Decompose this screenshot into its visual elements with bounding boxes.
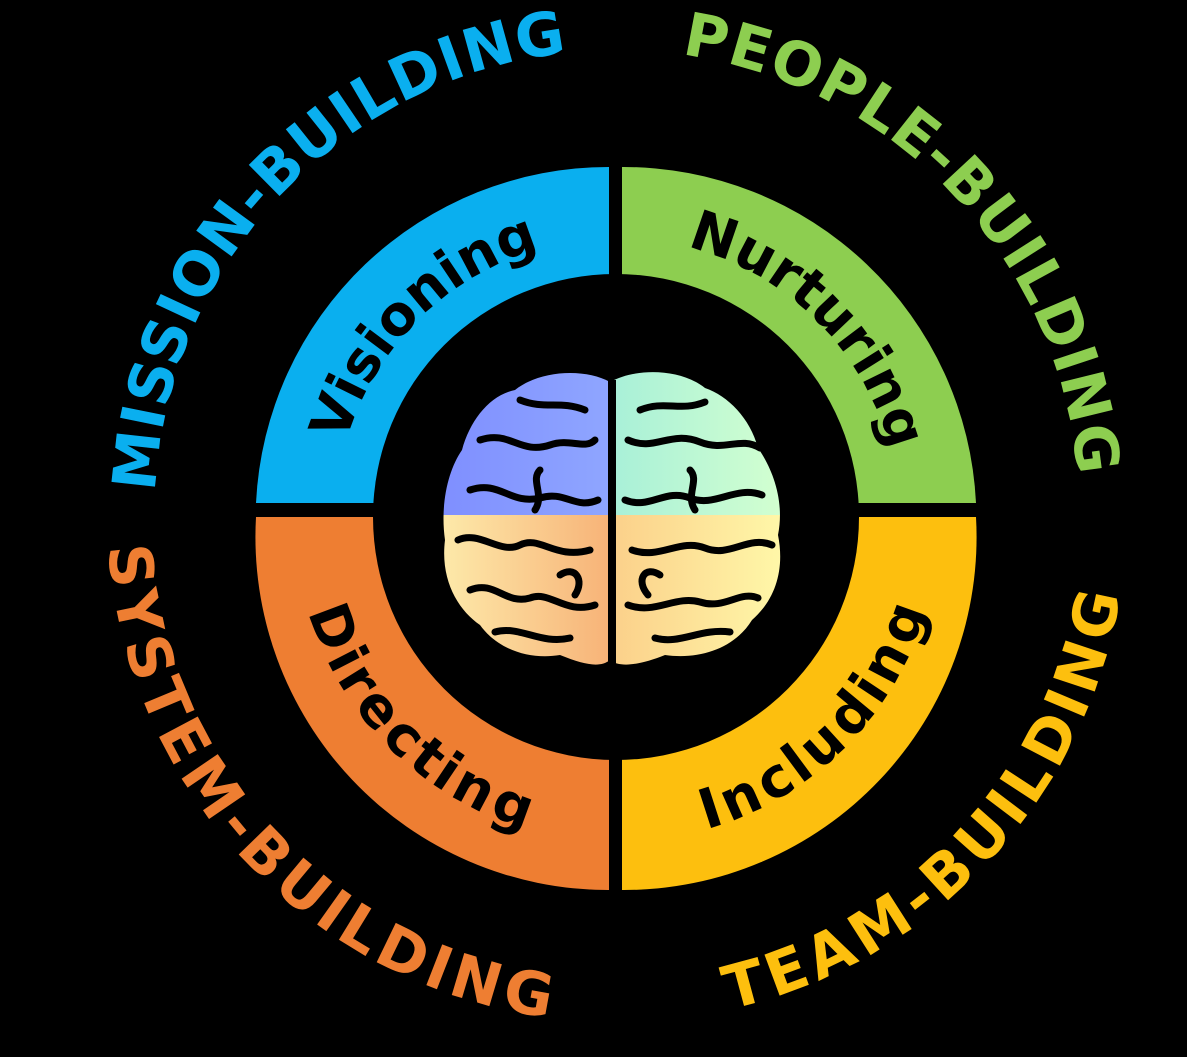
brain-icon	[443, 372, 781, 668]
